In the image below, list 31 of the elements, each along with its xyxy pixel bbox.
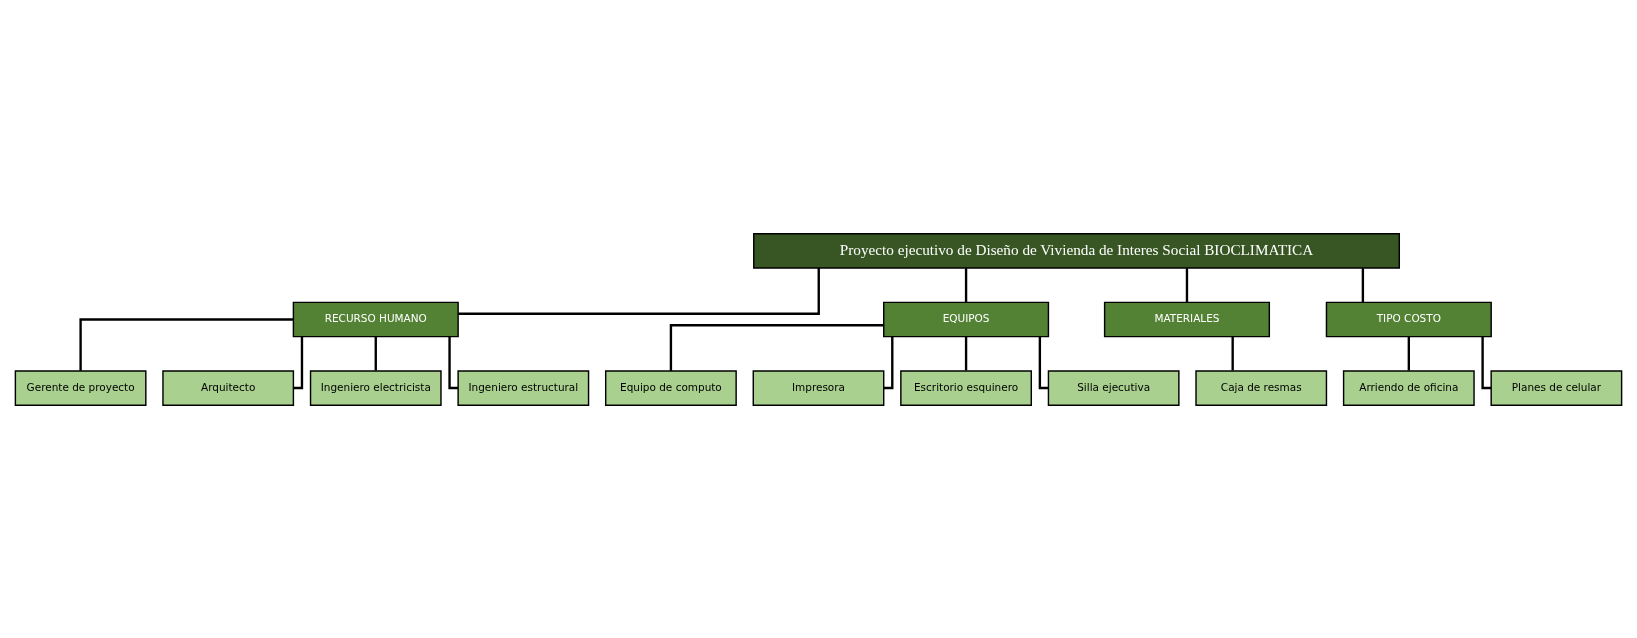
connector	[1361, 267, 1365, 302]
node-box: Escritorio esquinero	[900, 369, 1032, 406]
connector	[1481, 336, 1492, 389]
connector	[964, 267, 968, 302]
node-box: Impresora	[752, 369, 885, 406]
node-box: Ingeniero electricista	[309, 369, 442, 406]
connector	[1038, 336, 1049, 389]
connector	[669, 323, 884, 371]
connector	[293, 336, 304, 389]
node-box: Ingeniero estructural	[457, 369, 590, 406]
connector	[79, 317, 294, 371]
connector	[1231, 336, 1234, 370]
node-box: Arriendo de oficina	[1342, 369, 1475, 406]
node-box: Gerente de proyecto	[14, 369, 147, 406]
node-box: Equipo de computo	[605, 369, 737, 406]
connector	[458, 267, 820, 315]
connector	[374, 336, 377, 370]
connector	[1185, 267, 1189, 302]
node-box: MATERIALES	[1103, 301, 1271, 337]
node-box: Arquitecto	[162, 369, 295, 406]
connector	[448, 336, 458, 389]
node-box: Proyecto ejecutivo de Diseño de Vivienda de Interes Social BIOCLIMATICA	[753, 232, 1400, 269]
connector	[1407, 336, 1410, 370]
connector	[883, 336, 894, 389]
node-box: RECURSO HUMANO	[292, 301, 459, 337]
node-box: Silla ejecutiva	[1047, 369, 1180, 406]
node-box: Caja de resmas	[1195, 369, 1328, 406]
connector	[964, 336, 968, 370]
node-box: EQUIPOS	[883, 301, 1050, 337]
node-box: TIPO COSTO	[1325, 301, 1492, 337]
node-box: Planes de celular	[1490, 369, 1623, 406]
